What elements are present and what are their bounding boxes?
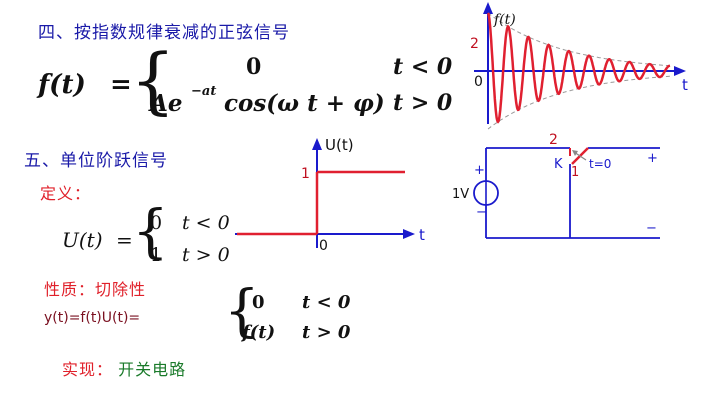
property-case2-value: f(t) (242, 322, 276, 343)
output-minus: − (646, 221, 657, 236)
case2-exponent: −at (191, 84, 217, 99)
source-label: 1V (452, 187, 469, 202)
definition-label: 定义： (40, 184, 92, 203)
switch-label: K (554, 157, 563, 172)
formula-lhs: f(t) (38, 70, 86, 100)
definition-eq: = (116, 228, 133, 252)
definition-brace: { (132, 197, 169, 265)
case1-condition: t < 0 (393, 54, 453, 80)
cutoff-property-formula: y(t)=f(t)U(t)= { 0 t < 0 f(t) t > 0 (44, 279, 374, 346)
graph-tick-0: 0 (474, 74, 483, 90)
step-tick-0: 0 (319, 238, 328, 254)
graph-tick-2: 2 (470, 36, 479, 52)
decay-sine-wave (486, 12, 671, 124)
formula-eq: = (110, 70, 132, 100)
property-case2-condition: t > 0 (302, 322, 351, 343)
realization-line: 实现： 开关电路 (62, 356, 186, 380)
case2-cosine: cos(ω t + φ) (224, 90, 385, 117)
definition-case2-condition: t > 0 (182, 244, 230, 266)
property-brace: { (224, 279, 260, 344)
property-label: 性质：切除性 (44, 280, 147, 299)
definition-case1-value: 0 (150, 212, 163, 234)
switch-time-label: t=0 (589, 157, 611, 171)
step-y-label: U(t) (325, 136, 354, 154)
source-plus: + (474, 163, 485, 178)
case2-condition: t > 0 (393, 90, 453, 116)
step-x-arrow (403, 229, 415, 239)
step-y-arrow (312, 138, 322, 150)
property-case1-condition: t < 0 (302, 292, 351, 313)
graph-y-arrow (483, 2, 493, 14)
source-minus: − (476, 205, 487, 220)
section5-heading: 五、单位阶跃信号 (24, 151, 168, 171)
case2-amplitude: Ae (150, 90, 183, 117)
step-x-label: t (419, 226, 425, 244)
switch-contact-2: 2 (549, 132, 558, 148)
unit-step-graph: U(t) t 1 0 (235, 136, 425, 254)
switch-circuit: + − 1V 2 K 1 t=0 + − (452, 132, 660, 239)
graph-y-label: f(t) (493, 12, 516, 28)
section4-heading: 四、按指数规律衰减的正弦信号 (38, 23, 290, 43)
step-tick-1: 1 (301, 166, 310, 182)
output-plus: + (647, 151, 658, 166)
definition-lhs: U(t) (62, 228, 103, 252)
case1-value: 0 (246, 54, 262, 80)
decay-sine-graph: f(t) t 2 0 (470, 2, 688, 130)
decay-sine-formula: f(t) = { 0 t < 0 Ae −at cos(ω t + φ) t >… (38, 44, 468, 126)
graph-x-label: t (682, 76, 688, 94)
definition-case2-value: 1 (150, 244, 163, 266)
realization-label: 实现： (62, 360, 114, 379)
graph-x-arrow (674, 66, 686, 76)
realization-text: 开关电路 (118, 360, 187, 379)
unit-step-definition: U(t) = { 0 t < 0 1 t > 0 (62, 202, 262, 270)
property-lhs: y(t)=f(t)U(t)= (44, 310, 141, 326)
envelope-upper (487, 12, 670, 67)
property-case1-value: 0 (252, 292, 265, 313)
switch-motion-arrowhead-icon (572, 150, 578, 156)
definition-case1-condition: t < 0 (182, 212, 230, 234)
switch-contact-1: 1 (571, 165, 579, 180)
formula-brace: { (130, 38, 176, 122)
